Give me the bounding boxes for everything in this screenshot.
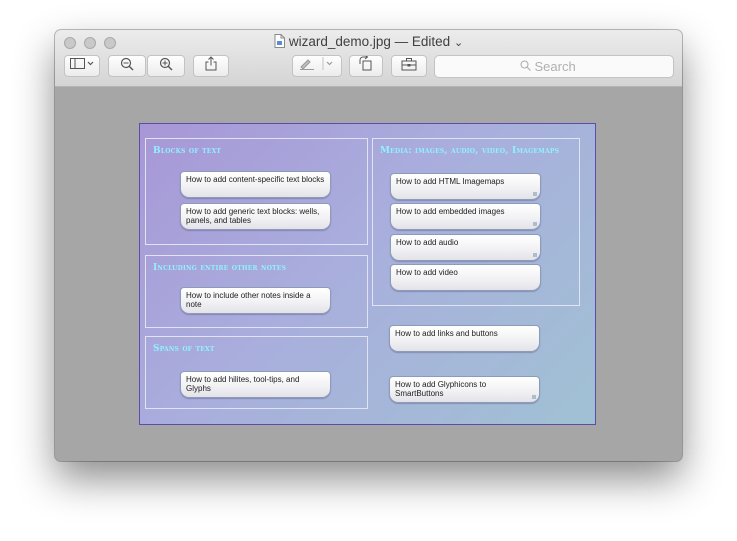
search-input[interactable] xyxy=(534,59,589,74)
wizard-item[interactable]: How to add hilites, tool-tips, and Glyph… xyxy=(180,371,331,398)
share-icon xyxy=(205,56,217,76)
wizard-item[interactable]: How to add HTML Imagemaps xyxy=(390,173,541,200)
section-title: Media: images, audio, video, Imagemaps xyxy=(380,146,560,156)
markup-button[interactable] xyxy=(292,55,342,77)
section-spans-of-text: Spans of text How to add hilites, tool-t… xyxy=(145,336,368,409)
sidebar-icon xyxy=(70,57,94,75)
zoom-out-icon xyxy=(120,57,134,76)
preview-window: wizard_demo.jpg — Edited ⌄ xyxy=(55,30,682,461)
corner-marker-icon xyxy=(533,222,537,226)
corner-marker-icon xyxy=(532,395,536,399)
item-label: How to add Glyphicons to SmartButtons xyxy=(395,380,487,398)
markup-icon xyxy=(299,57,335,75)
document-icon xyxy=(274,34,285,51)
section-including-notes: Including entire other notes How to incl… xyxy=(145,255,368,328)
wizard-item[interactable]: How to add audio xyxy=(390,234,541,261)
edited-status: — Edited xyxy=(394,34,451,49)
toolbox-icon xyxy=(401,57,417,76)
section-title: Spans of text xyxy=(153,344,215,354)
rotate-icon xyxy=(358,54,374,76)
wizard-item[interactable]: How to add generic text blocks: wells, p… xyxy=(180,203,331,230)
section-media: Media: images, audio, video, Imagemaps H… xyxy=(372,138,580,306)
wizard-item[interactable]: How to include other notes inside a note xyxy=(180,287,331,314)
wizard-item[interactable]: How to add content-specific text blocks xyxy=(180,171,331,198)
search-icon xyxy=(519,59,531,74)
sidebar-view-button[interactable] xyxy=(64,55,100,77)
image-canvas: Blocks of text How to add content-specif… xyxy=(139,123,596,425)
corner-marker-icon xyxy=(533,192,537,196)
zoom-in-icon xyxy=(159,57,173,76)
close-window-button[interactable] xyxy=(64,37,76,49)
minimize-window-button[interactable] xyxy=(84,37,96,49)
toolbox-button[interactable] xyxy=(391,55,427,77)
search-field[interactable] xyxy=(434,55,674,78)
item-label: How to add embedded images xyxy=(396,207,505,216)
share-button[interactable] xyxy=(193,55,229,77)
filename-label: wizard_demo.jpg xyxy=(288,34,391,49)
item-label: How to add audio xyxy=(396,238,459,247)
corner-marker-icon xyxy=(533,253,537,257)
section-title: Including entire other notes xyxy=(153,263,287,273)
rotate-button[interactable] xyxy=(349,54,383,77)
zoom-out-button[interactable] xyxy=(108,55,146,77)
window-title[interactable]: wizard_demo.jpg — Edited ⌄ xyxy=(55,34,682,51)
wizard-item[interactable]: How to add links and buttons xyxy=(389,325,540,352)
item-label: How to add HTML Imagemaps xyxy=(396,177,505,186)
section-title: Blocks of text xyxy=(153,146,222,156)
section-blocks-of-text: Blocks of text How to add content-specif… xyxy=(145,138,368,245)
chevron-down-icon[interactable]: ⌄ xyxy=(453,37,464,49)
zoom-in-button[interactable] xyxy=(147,55,185,77)
zoom-window-button[interactable] xyxy=(104,37,116,49)
wizard-item[interactable]: How to add embedded images xyxy=(390,203,541,230)
wizard-item[interactable]: How to add Glyphicons to SmartButtons xyxy=(389,376,540,403)
wizard-item[interactable]: How to add video xyxy=(390,264,541,291)
title-bar: wizard_demo.jpg — Edited ⌄ xyxy=(55,30,682,87)
